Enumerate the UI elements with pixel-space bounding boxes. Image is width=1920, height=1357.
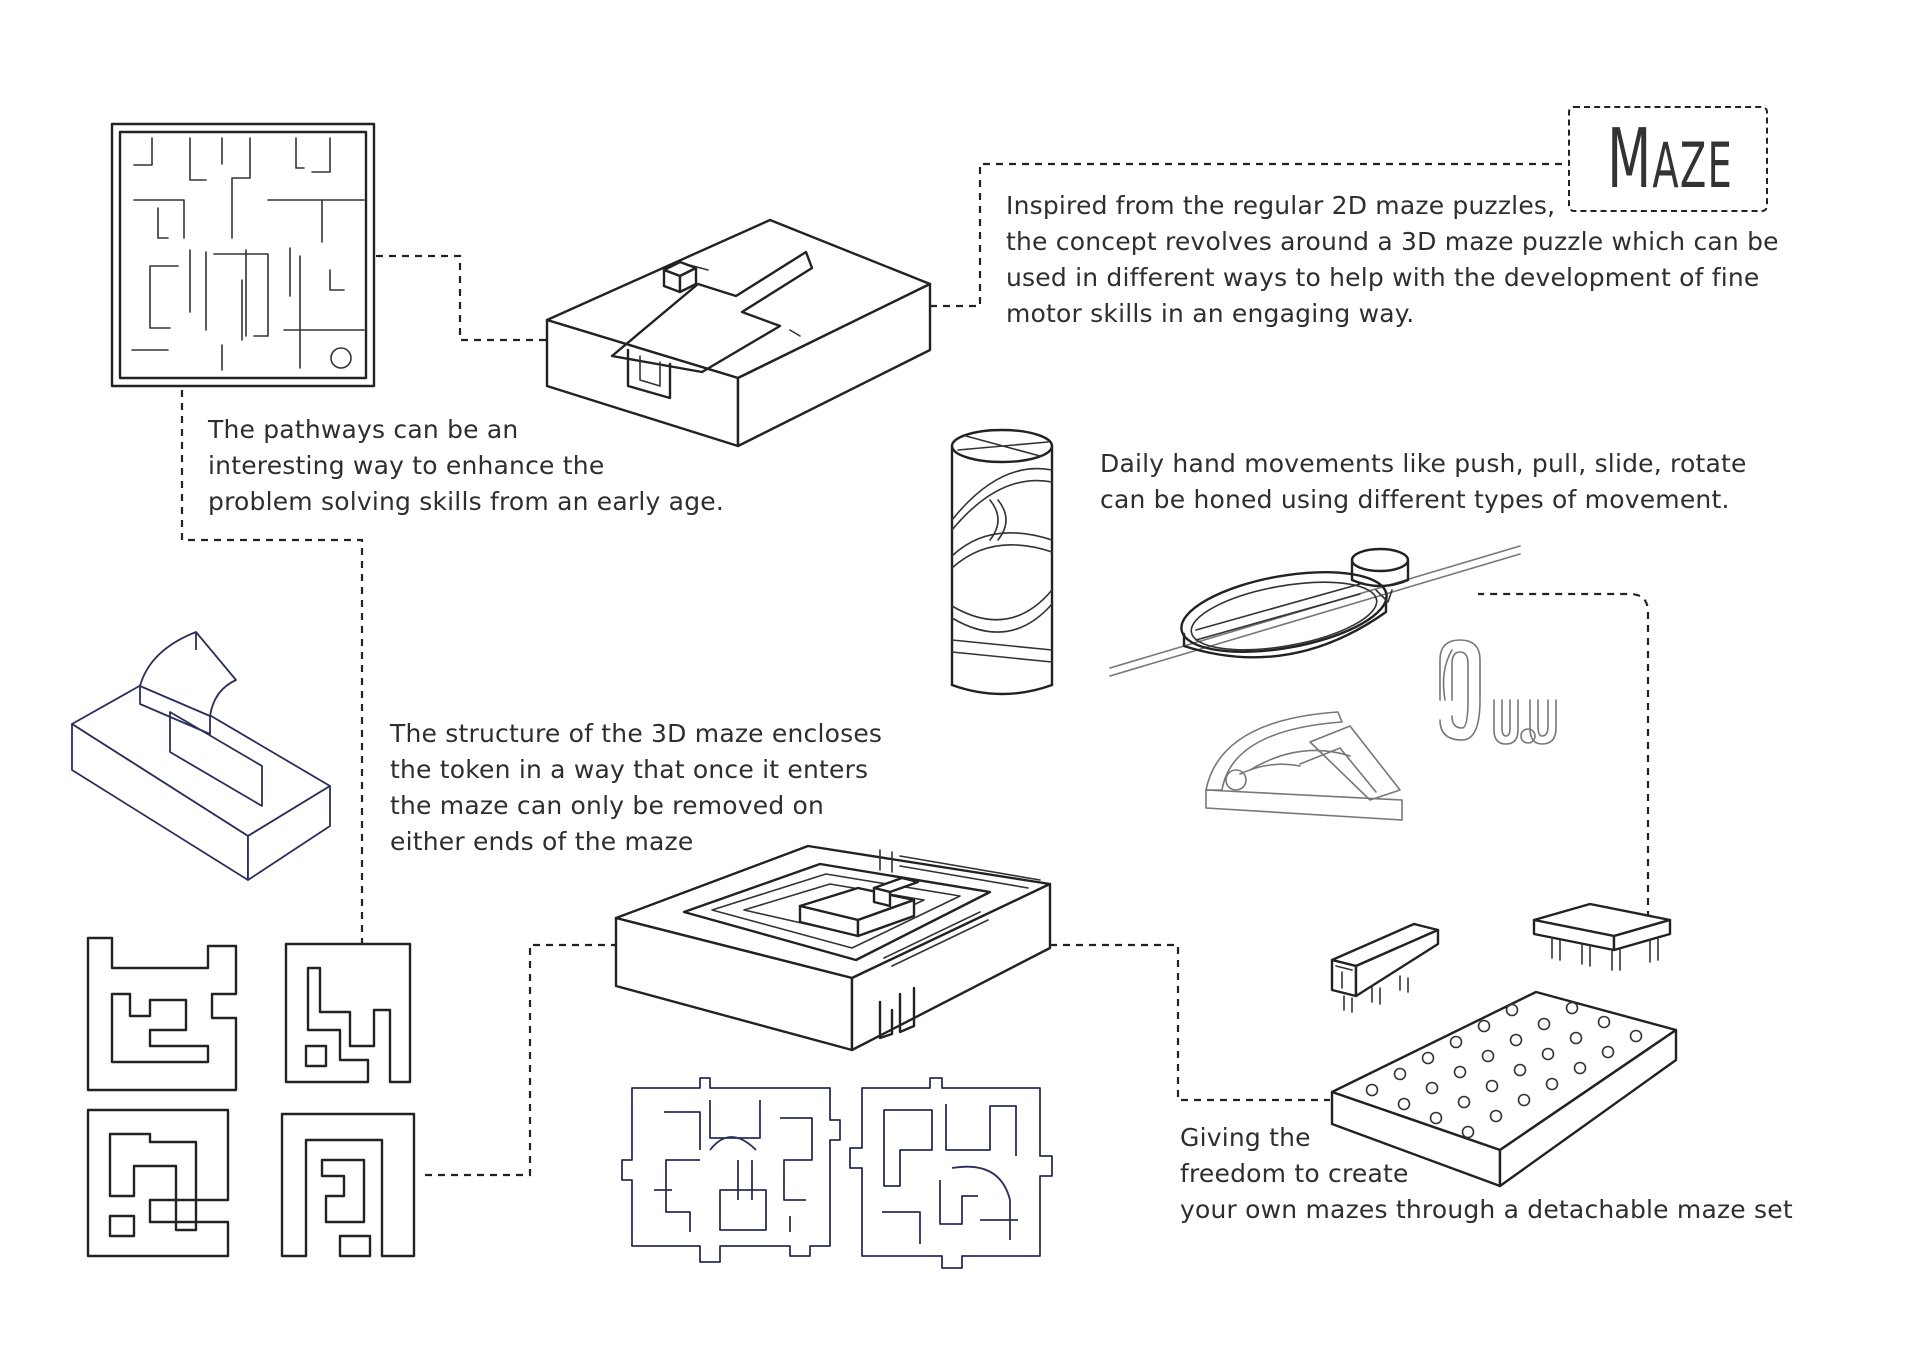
peg-pieces-illustration <box>1330 902 1672 1013</box>
concept-line-2: the concept revolves around a 3D maze pu… <box>1006 227 1779 256</box>
pill-track-illustration <box>1439 639 1557 745</box>
freedom-line-3: your own mazes through a detachable maze… <box>1180 1195 1793 1224</box>
cylinder-maze-illustration <box>950 428 1054 696</box>
connector-maze-to-block <box>376 254 550 342</box>
structure-line-4: either ends of the maze <box>390 827 694 856</box>
connector-pathways-to-grid <box>180 390 364 945</box>
page-title: MAZE <box>1607 110 1732 216</box>
movements-line-2: can be honed using different types of mo… <box>1100 485 1730 514</box>
modular-maze-1 <box>621 1077 841 1263</box>
modular-maze-pair <box>621 1077 1053 1269</box>
structure-line-1: The structure of the 3D maze encloses <box>390 719 883 748</box>
ring-slider-illustration <box>1109 545 1521 677</box>
freedom-note: Giving the freedom to create your own ma… <box>1180 1120 1793 1228</box>
small-maze-grid <box>86 936 416 1258</box>
curved-block-illustration <box>71 631 331 881</box>
title-first-letter: M <box>1607 112 1653 207</box>
concept-line-3: used in different ways to help with the … <box>1006 263 1760 292</box>
block-3d-maze-illustration <box>614 844 1052 1052</box>
title-box: MAZE <box>1568 106 1768 212</box>
block-3d-illustration <box>545 218 932 448</box>
movements-note: Daily hand movements like push, pull, sl… <box>1100 446 1747 518</box>
pathways-line-1: The pathways can be an <box>208 415 519 444</box>
connector-grid-to-3dmaze <box>425 943 615 1177</box>
peg-holes <box>1365 1001 1643 1139</box>
title-rest: AZE <box>1652 129 1733 202</box>
small-maze-4 <box>280 1112 416 1258</box>
modular-maze-2 <box>849 1077 1053 1269</box>
connector-pegs-to-mechanisms <box>1478 592 1650 918</box>
structure-note: The structure of the 3D maze encloses th… <box>390 716 882 860</box>
curved-slide-illustration <box>1205 711 1403 821</box>
connector-3dmaze-to-pegboard <box>1050 943 1330 1102</box>
freedom-line-2: freedom to create <box>1180 1159 1409 1188</box>
small-maze-1 <box>86 936 238 1092</box>
freedom-line-1: Giving the <box>1180 1123 1311 1152</box>
connector-block-to-title <box>930 162 1568 308</box>
pathways-line-3: problem solving skills from an early age… <box>208 487 724 516</box>
pathways-line-2: interesting way to enhance the <box>208 451 605 480</box>
concept-line-1: Inspired from the regular 2D maze puzzle… <box>1006 191 1556 220</box>
connector-lines <box>180 162 1650 1177</box>
concept-note: Inspired from the regular 2D maze puzzle… <box>1006 188 1779 332</box>
pathways-note: The pathways can be an interesting way t… <box>208 412 724 520</box>
concept-line-4: motor skills in an engaging way. <box>1006 299 1415 328</box>
movements-line-1: Daily hand movements like push, pull, sl… <box>1100 449 1747 478</box>
small-maze-3 <box>86 1108 230 1258</box>
structure-line-3: the maze can only be removed on <box>390 791 825 820</box>
structure-line-2: the token in a way that once it enters <box>390 755 869 784</box>
flat-maze-illustration <box>110 122 376 388</box>
small-maze-2 <box>284 942 412 1084</box>
peg-board-illustration <box>1330 990 1678 1188</box>
